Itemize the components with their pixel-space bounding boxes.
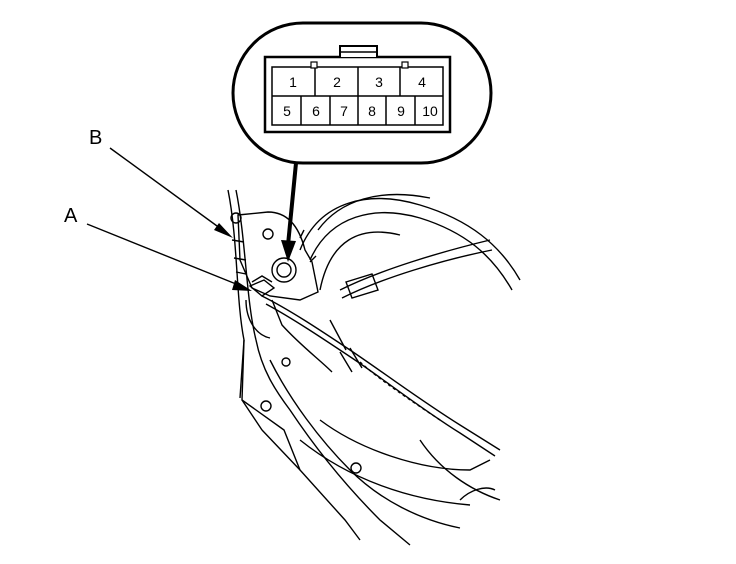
callout-leader-b	[109, 147, 233, 238]
callout-leader-a	[86, 223, 252, 291]
pin-label-8: 8	[368, 103, 376, 119]
body-structure	[227, 189, 521, 546]
pin-label-9: 9	[397, 103, 405, 119]
callout-label-a: A	[64, 205, 78, 227]
detail-pointer-arrow	[281, 162, 298, 262]
connector-detail-bubble: 1 2 3 4 5 6 7 8 9 10	[231, 21, 493, 165]
pin-label-10: 10	[422, 103, 438, 119]
pin-label-2: 2	[333, 74, 341, 90]
pin-label-4: 4	[418, 74, 426, 90]
pin-label-1: 1	[289, 74, 297, 90]
pin-label-6: 6	[312, 103, 320, 119]
pin-label-3: 3	[375, 74, 383, 90]
pin-label-5: 5	[283, 103, 291, 119]
callout-label-b: B	[89, 127, 102, 149]
pin-label-7: 7	[340, 103, 348, 119]
